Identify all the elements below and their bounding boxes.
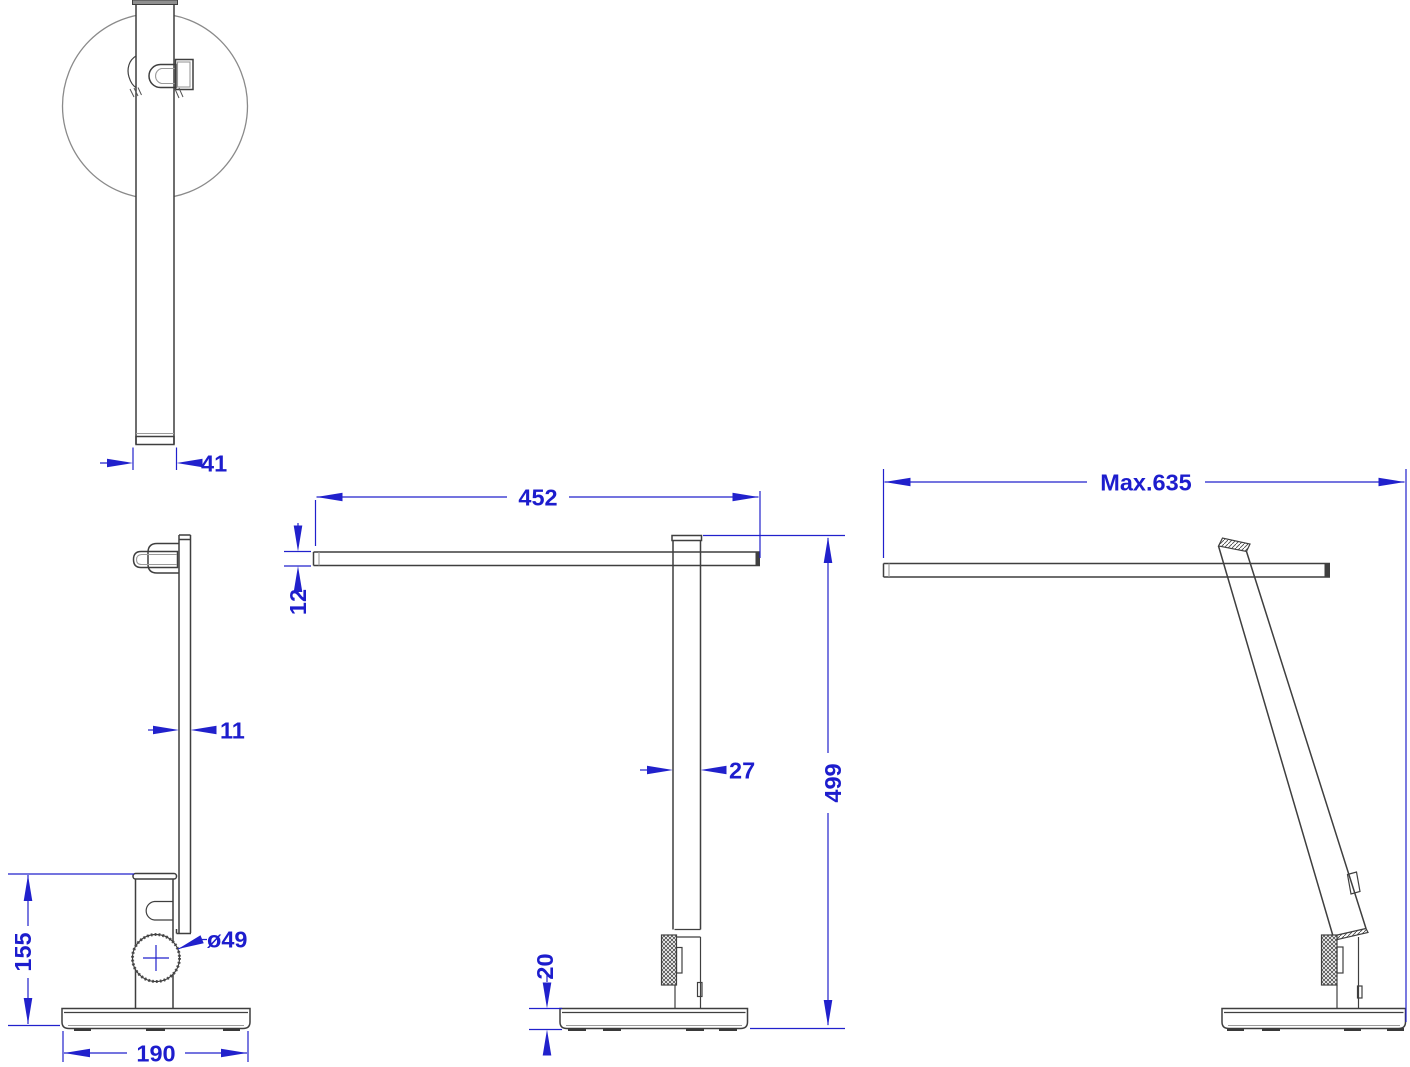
dimension-label: 155 (10, 932, 36, 971)
head-bar-right-cap (755, 552, 760, 566)
hinge-housing (147, 542, 179, 574)
base-side-extended (1221, 1007, 1407, 1031)
dimension-label: 20 (532, 953, 558, 979)
stand-slot (145, 900, 173, 921)
dimension-label: Max.635 (1100, 470, 1191, 496)
top-view: 41 (61, 0, 249, 477)
dimension-label: 11 (220, 718, 245, 744)
hinge-block (174, 58, 194, 91)
tilted-arm-edges (1217, 545, 1367, 937)
knob-center-cross (143, 945, 169, 971)
dimension-knob-diameter: ø49 (176, 927, 248, 953)
head-bar (882, 562, 1330, 578)
side-view-folded: 11 155 ø49 190 (8, 534, 251, 1067)
head-bar-face (136, 0, 174, 444)
dimension-post-width: 27 (640, 758, 755, 784)
base-outline (559, 1007, 749, 1030)
dimension-head-length: 452 (314, 485, 761, 558)
head-bar-edges (135, 0, 175, 444)
dimension-base-height: 20 (529, 953, 562, 1056)
post-top-cap (671, 534, 703, 542)
dimension-label: 452 (518, 485, 557, 511)
head-bar-end-cap (135, 435, 175, 446)
dimension-base-depth: 190 (62, 1031, 249, 1067)
hinge-hatching-left (129, 87, 142, 98)
hinge-left-bulge (127, 55, 137, 89)
head-top-cap (132, 0, 178, 5)
dimension-head-depth: 41 (100, 447, 227, 477)
stand-latch (1356, 985, 1363, 999)
dimension-label: 499 (820, 763, 846, 802)
hinge-handle-inner (155, 67, 176, 85)
post-stand-joint (674, 928, 701, 938)
knurled-knob (1320, 934, 1338, 986)
head-bar-edge-on (175, 534, 192, 935)
dimension-label: ø49 (207, 927, 248, 953)
knob-circle-outline (131, 933, 181, 983)
dimension-head-thickness: 12 (284, 523, 311, 615)
stand-lines (1336, 937, 1360, 1009)
front-view: 452 12 27 499 20 (284, 485, 846, 1056)
stand-latch (696, 981, 703, 998)
head-bar (312, 551, 760, 567)
dimension-label: 190 (136, 1041, 175, 1067)
dimension-label: 41 (201, 451, 227, 477)
stand-cap (132, 872, 178, 880)
post-edges (672, 540, 702, 930)
hinge-handle-side (132, 550, 179, 569)
knob-side-plate (675, 946, 683, 974)
knob-side-plate (1336, 946, 1344, 974)
base-outline (61, 1007, 251, 1030)
hinge-handle (148, 63, 177, 89)
dimension-column-height: 155 (8, 873, 134, 1027)
knurled-knob (660, 934, 678, 986)
hinge-handle-side-inner (135, 553, 177, 566)
side-view-extended: Max.635 (882, 469, 1407, 1031)
arm-latch (1346, 871, 1361, 895)
head-bar-right-cap (1324, 563, 1330, 577)
arm-bottom-cap (1332, 927, 1369, 941)
base-front (559, 1007, 749, 1031)
arm-top-cap (1217, 537, 1251, 553)
hinge-knob (127, 55, 194, 99)
dimension-head-edge-thickness: 11 (148, 718, 245, 744)
dimension-overall-height: 499 (703, 534, 846, 1030)
dimension-label: 27 (729, 758, 755, 784)
hinge-block-inner (176, 61, 191, 88)
dimension-label: 12 (285, 589, 311, 615)
dimension-max-reach: Max.635 (882, 469, 1407, 1022)
base-side (61, 1007, 251, 1031)
hinge-hatching-right (174, 87, 184, 99)
